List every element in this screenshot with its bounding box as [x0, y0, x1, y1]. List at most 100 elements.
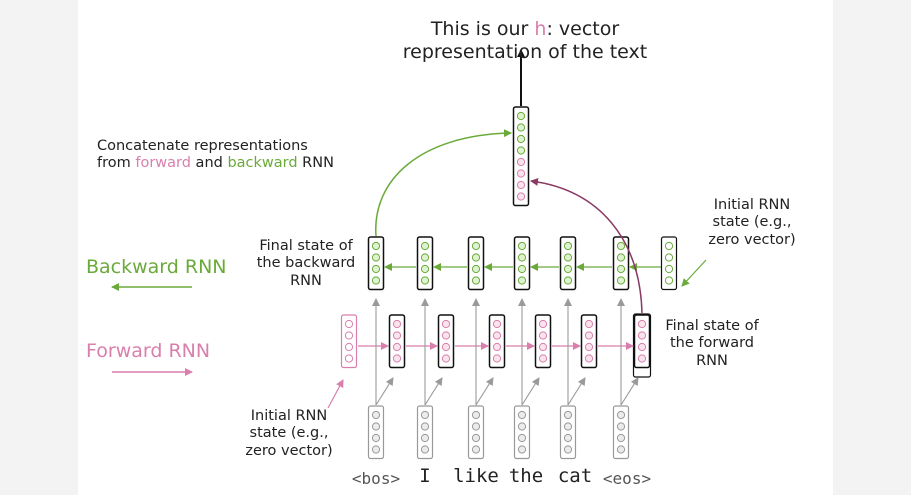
forward-state-0-unit: [392, 342, 402, 352]
forward-state-4-unit: [584, 319, 594, 329]
embedding-vector-3: [513, 405, 531, 460]
embedding-vector-2-unit: [471, 445, 481, 454]
backward-initial-state-unit: [664, 241, 674, 251]
forward-initial-state: [340, 314, 358, 369]
backward-state-5-unit: [616, 241, 626, 251]
final-backward-line1: Final state of: [259, 238, 353, 254]
forward-state-2-unit: [492, 342, 502, 352]
backward-state-5-unit: [616, 253, 626, 262]
backward-initial-state: [660, 236, 678, 291]
token-bos: <bos>: [351, 469, 401, 488]
h-vector-unit: [516, 169, 526, 178]
forward-state-1: [437, 314, 455, 369]
concat-backward: backward: [227, 155, 298, 172]
forward-state-3-unit: [538, 342, 548, 352]
initial-backward-line1: Initial RNN: [713, 197, 791, 213]
embedding-vector-1: [416, 405, 434, 460]
forward-state-4-unit: [584, 354, 594, 363]
backward-initial-state-unit: [664, 253, 674, 262]
forward-state-2-unit: [492, 354, 502, 363]
h-title: This is our h: vector representation of …: [380, 18, 670, 64]
embedding-vector-4-unit: [563, 445, 573, 454]
forward-state-5-unit: [637, 342, 647, 352]
embedding-vector-3-unit: [517, 422, 527, 431]
initial-backward-pointer: [681, 259, 707, 287]
token-i: I: [419, 465, 431, 487]
h-vector-unit: [516, 192, 526, 201]
concat-mid: and: [190, 155, 228, 172]
backward-state-2-unit: [471, 253, 481, 262]
forward-state-0-unit: [392, 319, 402, 329]
forward-state-4: [580, 314, 598, 369]
backward-state-1-unit: [420, 276, 430, 285]
embedding-vector-4: [559, 405, 577, 460]
backward-state-1: [416, 236, 434, 291]
embedding-vector-1-unit: [420, 433, 430, 443]
backward-state-2: [467, 236, 485, 291]
embedding-vector-1-unit: [420, 445, 430, 454]
embedding-vector-0: [367, 405, 385, 460]
embedding-vector-5: [612, 405, 630, 460]
backward-state-5-unit: [616, 276, 626, 285]
embed-to-forward-0: [375, 377, 394, 406]
backward-state-4-unit: [563, 264, 573, 274]
backward-state-3-unit: [517, 276, 527, 285]
h-vector-unit: [516, 134, 526, 144]
backward-state-0-unit: [371, 276, 381, 285]
h-vector-unit: [516, 157, 526, 167]
forward-state-3: [534, 314, 552, 369]
forward-initial-state-unit: [344, 354, 354, 363]
token-the: the: [508, 465, 544, 487]
embed-to-forward-1: [424, 377, 443, 406]
backward-state-4-unit: [563, 241, 573, 251]
forward-initial-state-unit: [344, 342, 354, 352]
backward-state-0-unit: [371, 253, 381, 262]
right-margin: [833, 0, 911, 495]
backward-state-3-unit: [517, 241, 527, 251]
concat-label: Concatenate representations from forward…: [97, 138, 397, 173]
backward-state-4-unit: [563, 276, 573, 285]
forward-state-0-unit: [392, 331, 402, 340]
embedding-vector-4-unit: [563, 410, 573, 420]
backward-state-0: [367, 236, 385, 291]
h-vector-unit: [516, 123, 526, 132]
forward-state-1-unit: [441, 354, 451, 363]
forward-state-3-unit: [538, 319, 548, 329]
forward-to-h-arrow: [530, 177, 643, 314]
forward-state-0-unit: [392, 354, 402, 363]
forward-state-5-unit: [637, 331, 647, 340]
backward-state-2-unit: [471, 241, 481, 251]
final-forward-line3: RNN: [696, 352, 728, 369]
backward-state-1-unit: [420, 241, 430, 251]
forward-state-5-unit: [637, 354, 647, 363]
initial-backward-line3: zero vector): [708, 231, 796, 248]
backward-state-5-unit: [616, 264, 626, 274]
forward-state-1-unit: [441, 331, 451, 340]
backward-rnn-label: Backward RNN: [86, 256, 227, 278]
embedding-vector-2-unit: [471, 410, 481, 420]
forward-state-0: [388, 314, 406, 369]
embedding-vector-0-unit: [371, 422, 381, 431]
backward-state-4-unit: [563, 253, 573, 262]
backward-state-3-unit: [517, 264, 527, 274]
backward-initial-state-unit: [664, 276, 674, 285]
concat-forward: forward: [135, 155, 191, 172]
h-title-h: h: [534, 18, 547, 40]
embedding-vector-3-unit: [517, 445, 527, 454]
embedding-vector-4-unit: [563, 433, 573, 443]
forward-state-1-unit: [441, 342, 451, 352]
h-title-suffix: : vector: [546, 18, 620, 40]
initial-forward-line1: Initial RNN: [250, 408, 328, 424]
embedding-vector-3-unit: [517, 433, 527, 443]
final-forward-line2: the forward: [670, 335, 754, 352]
initial-forward-pointer: [327, 379, 344, 409]
forward-state-5: [633, 314, 651, 369]
token-eos: <eos>: [602, 469, 652, 488]
embedding-vector-5-unit: [616, 445, 626, 454]
backward-state-3: [513, 236, 531, 291]
final-backward-line3: RNN: [290, 272, 322, 289]
